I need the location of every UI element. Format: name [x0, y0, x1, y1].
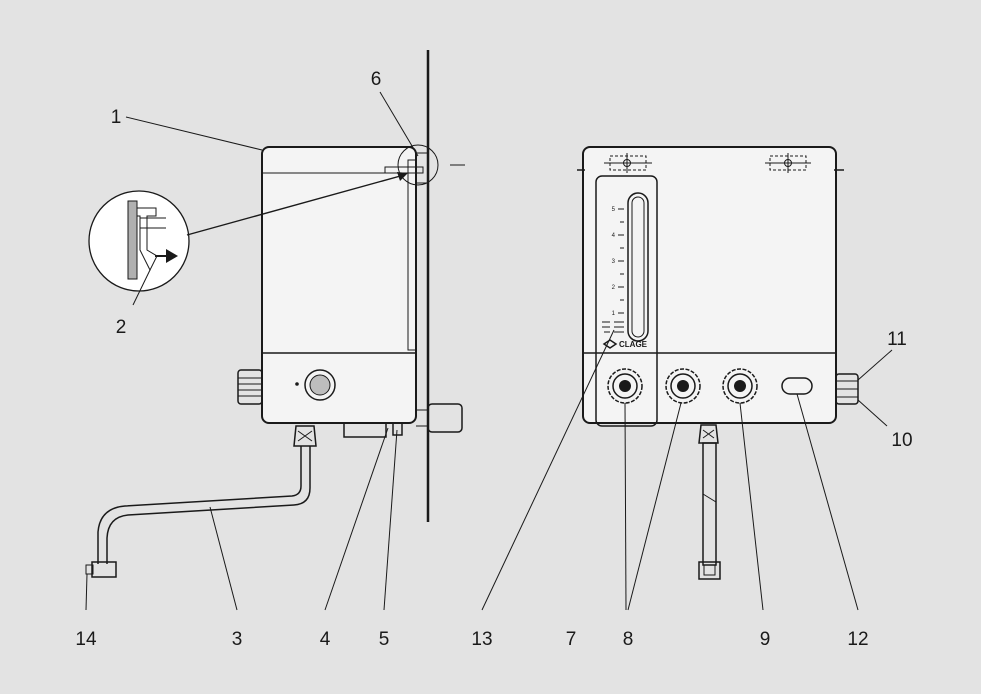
- bottom-bracket: [343, 422, 387, 438]
- side-nut-left: [237, 369, 263, 405]
- callout-labels: 1 2 3 4 5 6 7 8 9 10 11 12 13 14: [75, 69, 912, 650]
- spout-nozzle: [91, 561, 117, 578]
- callout-4: 4: [320, 629, 331, 650]
- callout-2: 2: [116, 317, 127, 338]
- zoom-connector-head: [397, 172, 408, 181]
- zoom-wall-section: [127, 200, 138, 280]
- mounting-clip: [415, 152, 429, 184]
- callout-3: 3: [232, 629, 243, 650]
- brand-logo-icon: [602, 339, 618, 349]
- scale-tick-3: 3: [612, 259, 616, 265]
- level-panel: [595, 175, 658, 427]
- wall-pipe: [427, 403, 463, 433]
- front-unit-body: [582, 146, 837, 424]
- callout-9: 9: [760, 629, 771, 650]
- side-view: [85, 50, 465, 578]
- callout-8: 8: [623, 629, 634, 650]
- detail-circle: [397, 144, 439, 186]
- spout-coupling: [293, 425, 317, 447]
- spout-aerator: [85, 564, 94, 575]
- front-knob-left: [607, 368, 643, 404]
- scale-tick-1: 1: [612, 311, 616, 317]
- level-sight-glass: [627, 192, 649, 342]
- callout-14: 14: [75, 629, 97, 650]
- front-view: 5 4 3 2 1 CLAGE: [577, 146, 859, 580]
- side-unit-body: [261, 146, 417, 424]
- side-knob: [304, 369, 336, 401]
- zoom-arrow-head: [166, 249, 178, 263]
- callout-6: 6: [371, 69, 382, 90]
- zoom-detail-circle: [88, 190, 190, 292]
- callout-12: 12: [847, 629, 868, 650]
- side-knob-cap: [309, 374, 331, 396]
- level-scale: 5 4 3 2 1: [602, 207, 624, 333]
- callout-5: 5: [379, 629, 390, 650]
- scale-tick-4: 4: [612, 233, 616, 239]
- front-spout-coupling: [698, 424, 719, 444]
- callout-1: 1: [111, 107, 122, 128]
- bottom-screw: [392, 422, 403, 436]
- side-indicator-dot: [295, 382, 299, 386]
- scale-tick-5: 5: [612, 207, 616, 213]
- front-spout-nozzle: [698, 561, 721, 580]
- callout-11: 11: [887, 329, 907, 350]
- front-knob-right: [722, 368, 758, 404]
- spout-pipe-outer: [97, 446, 302, 564]
- callout-10: 10: [891, 430, 912, 451]
- front-knob-middle: [665, 368, 701, 404]
- callout-13: 13: [471, 629, 492, 650]
- side-back-rail: [407, 159, 417, 351]
- scale-tick-2: 2: [612, 285, 616, 291]
- callout-7: 7: [566, 629, 577, 650]
- leader-lines: [85, 91, 893, 611]
- brand-label: CLAGE: [619, 340, 648, 349]
- zoom-connector-arrow: [186, 174, 405, 236]
